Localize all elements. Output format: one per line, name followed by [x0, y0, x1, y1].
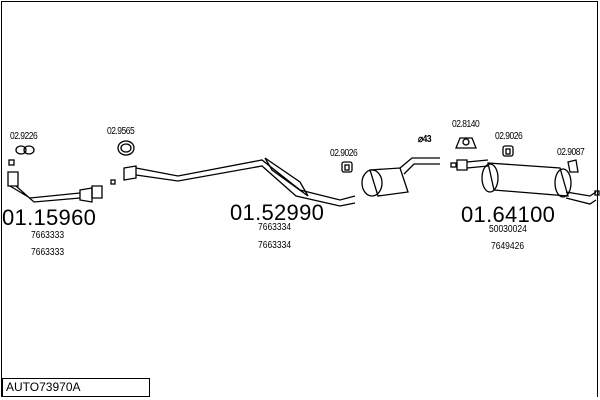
part-number[interactable]: 01.15960 — [2, 205, 97, 230]
diagram-code: AUTO73970A — [2, 378, 150, 397]
oe-number: 7649426 — [491, 241, 525, 252]
accessory-label: 02.8140 — [452, 119, 480, 130]
oe-number: 7663333 — [31, 247, 65, 258]
oe-number: 7663334 — [258, 222, 292, 233]
bolt-icon — [110, 179, 116, 185]
middle-silencer-part[interactable] — [361, 157, 440, 197]
gasket-icon[interactable] — [15, 145, 35, 155]
accessory-label: 02.9087 — [557, 147, 585, 158]
oe-number: 7663334 — [258, 240, 292, 251]
oe-number: 7663333 — [31, 230, 65, 241]
rubber-hanger-icon[interactable] — [567, 159, 579, 173]
clamp-icon[interactable] — [341, 161, 353, 173]
front-pipe-part[interactable] — [7, 159, 103, 203]
oe-number: 50030024 — [489, 224, 527, 235]
accessory-label: 02.9026 — [495, 131, 523, 142]
seal-ring-icon[interactable] — [117, 140, 135, 156]
part-number[interactable]: 01.52990 — [230, 200, 325, 225]
rubber-mount-icon[interactable] — [455, 137, 477, 149]
centre-pipe-part[interactable] — [123, 157, 356, 207]
accessory-label: 02.9565 — [107, 126, 135, 137]
clamp-icon[interactable] — [502, 145, 514, 157]
accessory-label: 02.9226 — [10, 131, 38, 142]
rear-silencer-part[interactable] — [481, 162, 600, 205]
accessory-label: 02.9026 — [330, 148, 358, 159]
pipe-joint-icon[interactable] — [450, 159, 489, 171]
diameter-label: ⌀43 — [418, 134, 432, 145]
part-number[interactable]: 01.64100 — [461, 202, 556, 227]
